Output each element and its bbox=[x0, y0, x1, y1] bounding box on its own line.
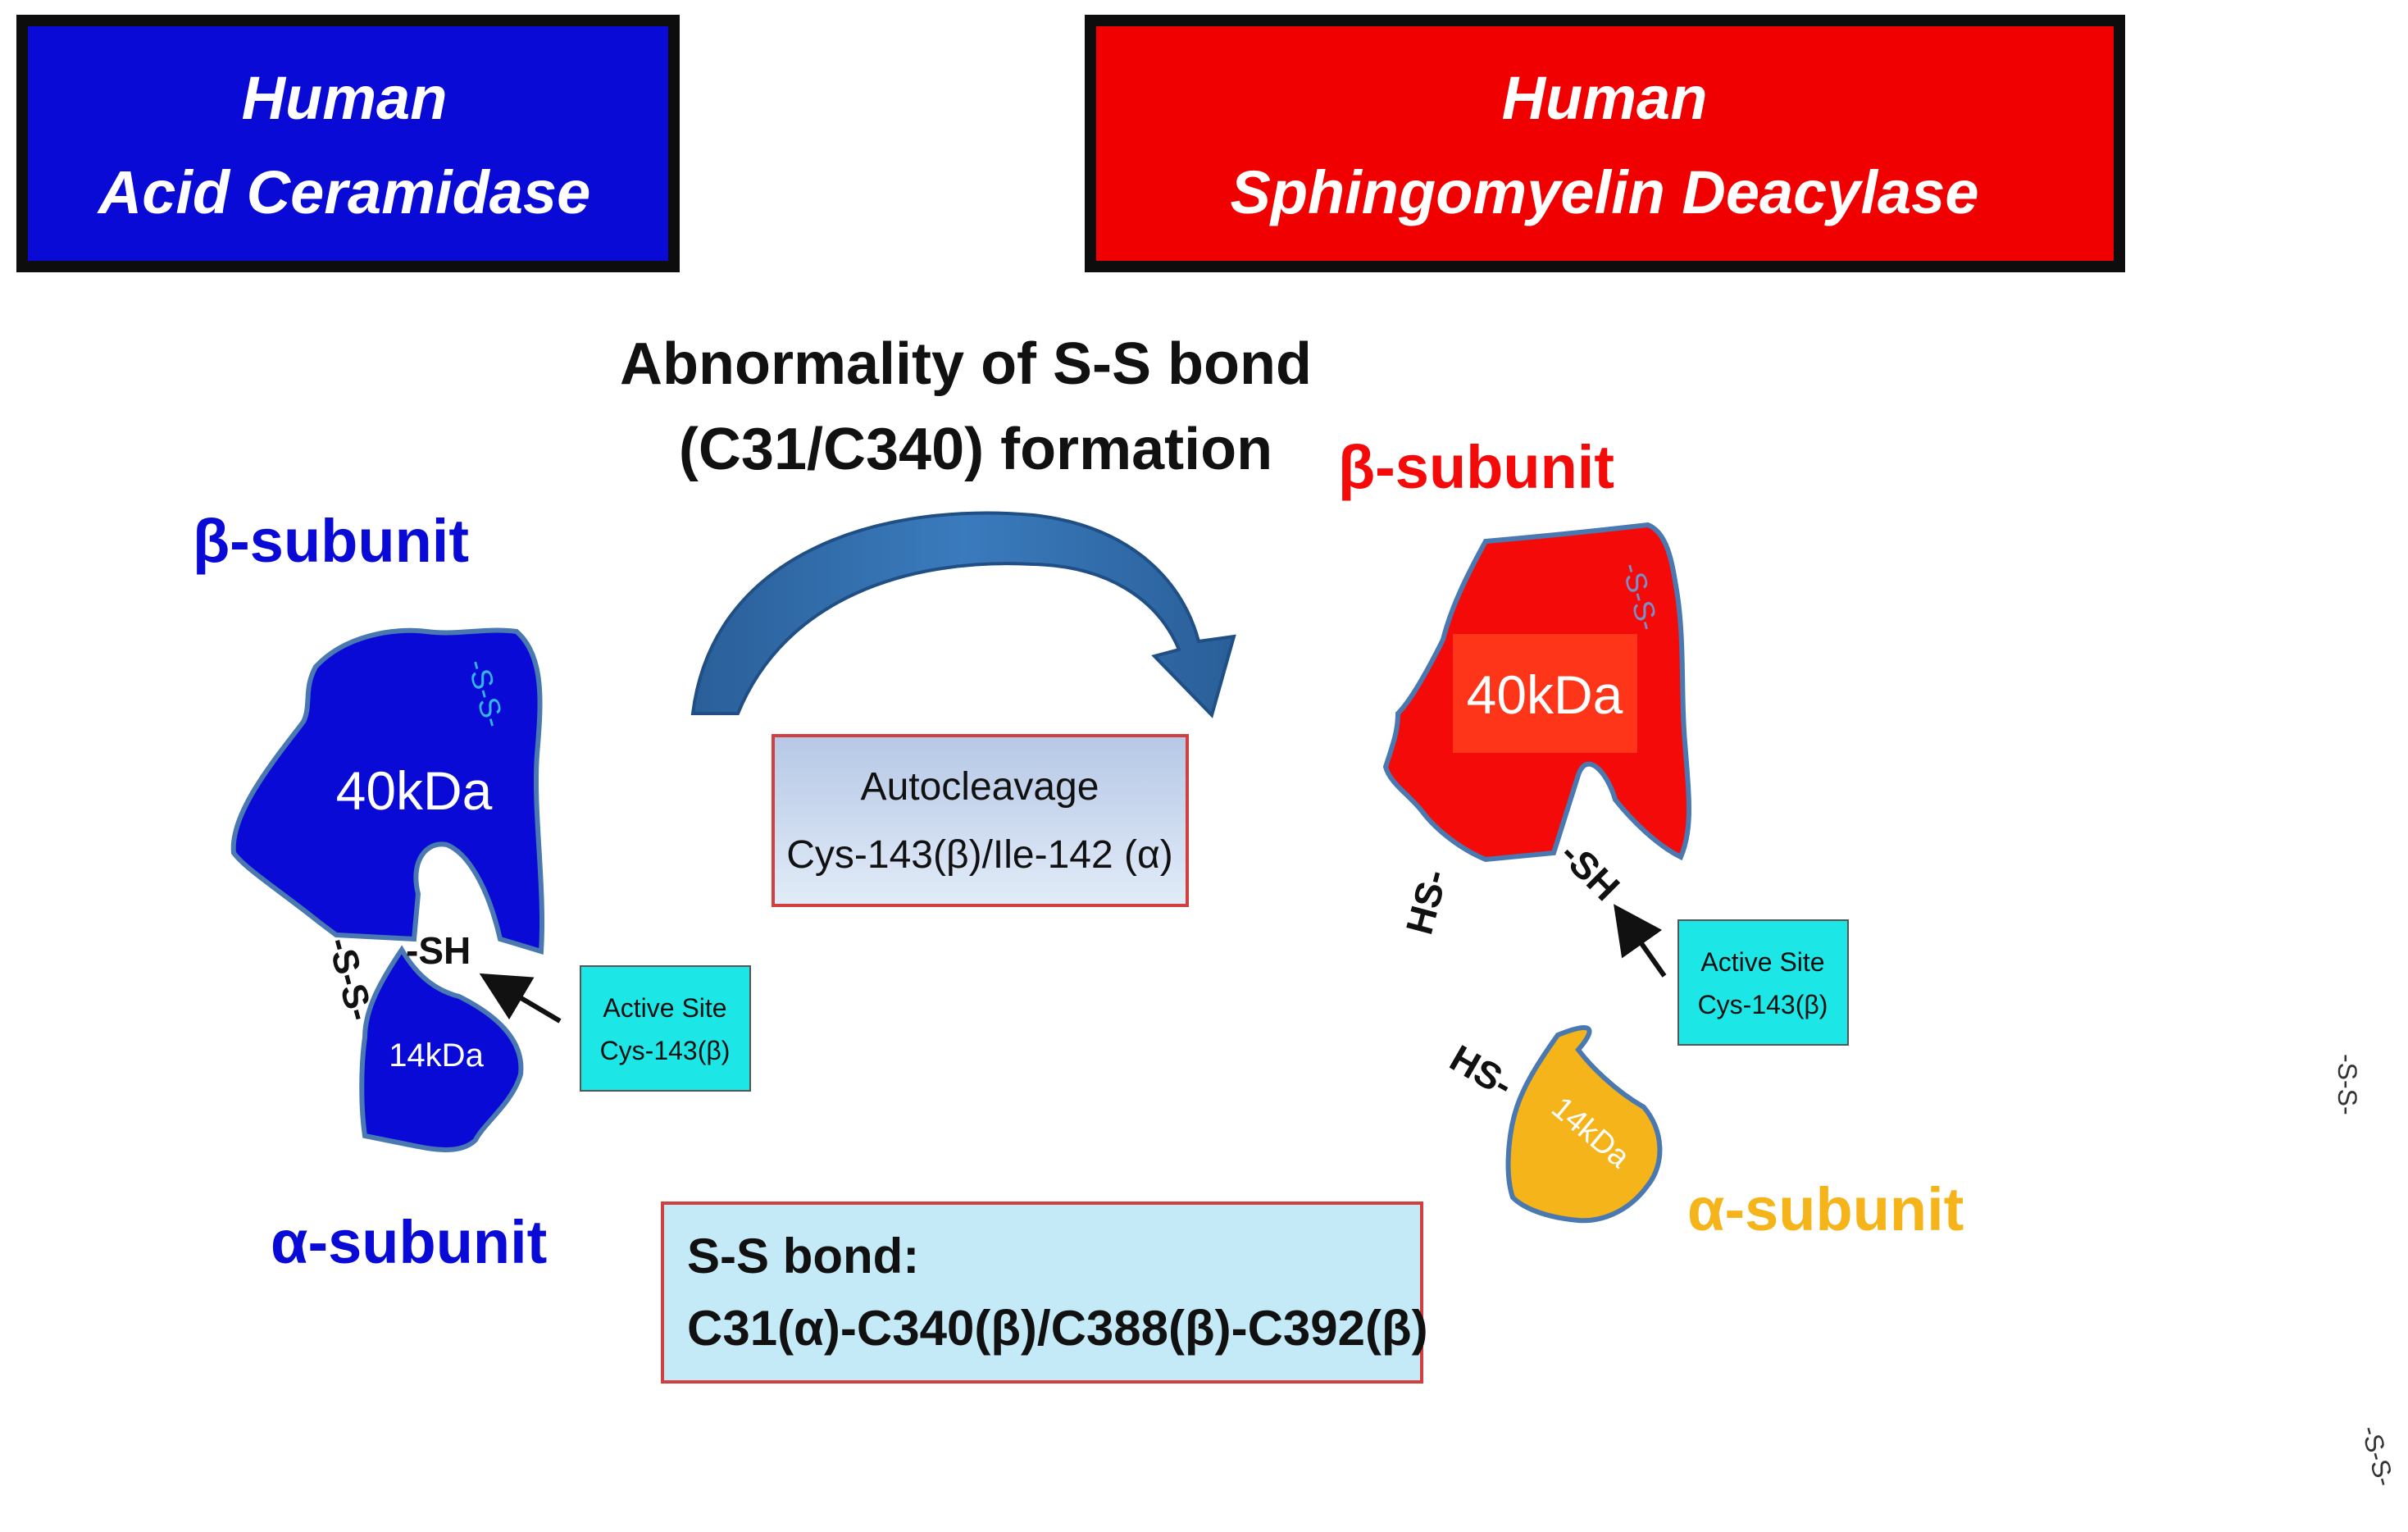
header-right-line2: Sphingomyelin Deacylase bbox=[1230, 158, 1978, 226]
header-right-line1: Human bbox=[1502, 64, 1708, 132]
right-beta-mass-highlight bbox=[1453, 634, 1637, 753]
right-beta-mass: 40kDa bbox=[1467, 664, 1623, 725]
ss-bond-box: S-S bond: C31(α)-C340(β)/C388(β)-C392(β) bbox=[661, 1201, 1428, 1384]
header-left-box bbox=[16, 15, 680, 272]
left-active-site-box bbox=[580, 965, 751, 1092]
header-acid-ceramidase: Human Acid Ceramidase bbox=[16, 15, 680, 272]
left-ss-link: -S-S- bbox=[320, 933, 380, 1025]
header-left-line2: Acid Ceramidase bbox=[97, 158, 591, 226]
left-alpha-mass: 14kDa bbox=[389, 1037, 484, 1074]
left-active-site-arrow bbox=[479, 973, 562, 1024]
autocleavage-title: Autocleavage bbox=[861, 765, 1099, 809]
left-active-site-line2: Cys-143(β) bbox=[600, 1036, 731, 1065]
autocleavage-box: Autocleavage Cys-143(β)/Ile-142 (α) bbox=[772, 734, 1189, 907]
left-alpha-label: α-subunit bbox=[271, 1208, 547, 1276]
left-beta-subunit-shape bbox=[230, 627, 545, 955]
left-beta-mass: 40kDa bbox=[336, 760, 493, 821]
ss-bond-title: S-S bond: bbox=[687, 1229, 919, 1284]
stray-ss-1: -S-S- bbox=[2333, 1054, 2362, 1115]
right-active-site-line1: Active Site bbox=[1700, 947, 1824, 977]
left-sh: -SH bbox=[406, 929, 471, 972]
right-hs-beta: HS- bbox=[1397, 865, 1455, 939]
stray-ss-2: -S-S- bbox=[2356, 1422, 2400, 1489]
left-active-site-line1: Active Site bbox=[603, 993, 726, 1023]
header-sphingomyelin-deacylase: Human Sphingomyelin Deacylase bbox=[1085, 15, 2125, 272]
left-protein: β-subunit 40kDa 14kDa -S-S- -S-S- -SH Ac… bbox=[193, 507, 751, 1276]
right-active-site-arrow bbox=[1614, 904, 1667, 978]
center-title-line1: Abnormality of S-S bond bbox=[620, 331, 1312, 397]
ss-bond-residues: C31(α)-C340(β)/C388(β)-C392(β) bbox=[687, 1301, 1428, 1356]
right-active-site-box bbox=[1677, 919, 1849, 1046]
right-beta-label: β-subunit bbox=[1338, 433, 1614, 501]
right-hs-alpha: HS- bbox=[1443, 1037, 1521, 1106]
left-alpha-subunit-shape bbox=[359, 945, 524, 1152]
autocleavage-sites: Cys-143(β)/Ile-142 (α) bbox=[786, 833, 1172, 877]
right-protein: β-subunit 40kDa -S-S- HS- -SH Active Sit… bbox=[1338, 433, 1964, 1243]
curved-arrow bbox=[690, 511, 1236, 718]
right-alpha-subunit-shape bbox=[1505, 1025, 1663, 1224]
center-title-line2: (C31/C340) formation bbox=[679, 417, 1272, 482]
right-alpha-label: α-subunit bbox=[1687, 1175, 1964, 1243]
header-left-line1: Human bbox=[242, 64, 448, 132]
header-right-box bbox=[1085, 15, 2125, 272]
right-active-site-line2: Cys-143(β) bbox=[1698, 990, 1828, 1019]
right-sh: -SH bbox=[1552, 832, 1628, 909]
left-beta-label: β-subunit bbox=[193, 507, 469, 575]
